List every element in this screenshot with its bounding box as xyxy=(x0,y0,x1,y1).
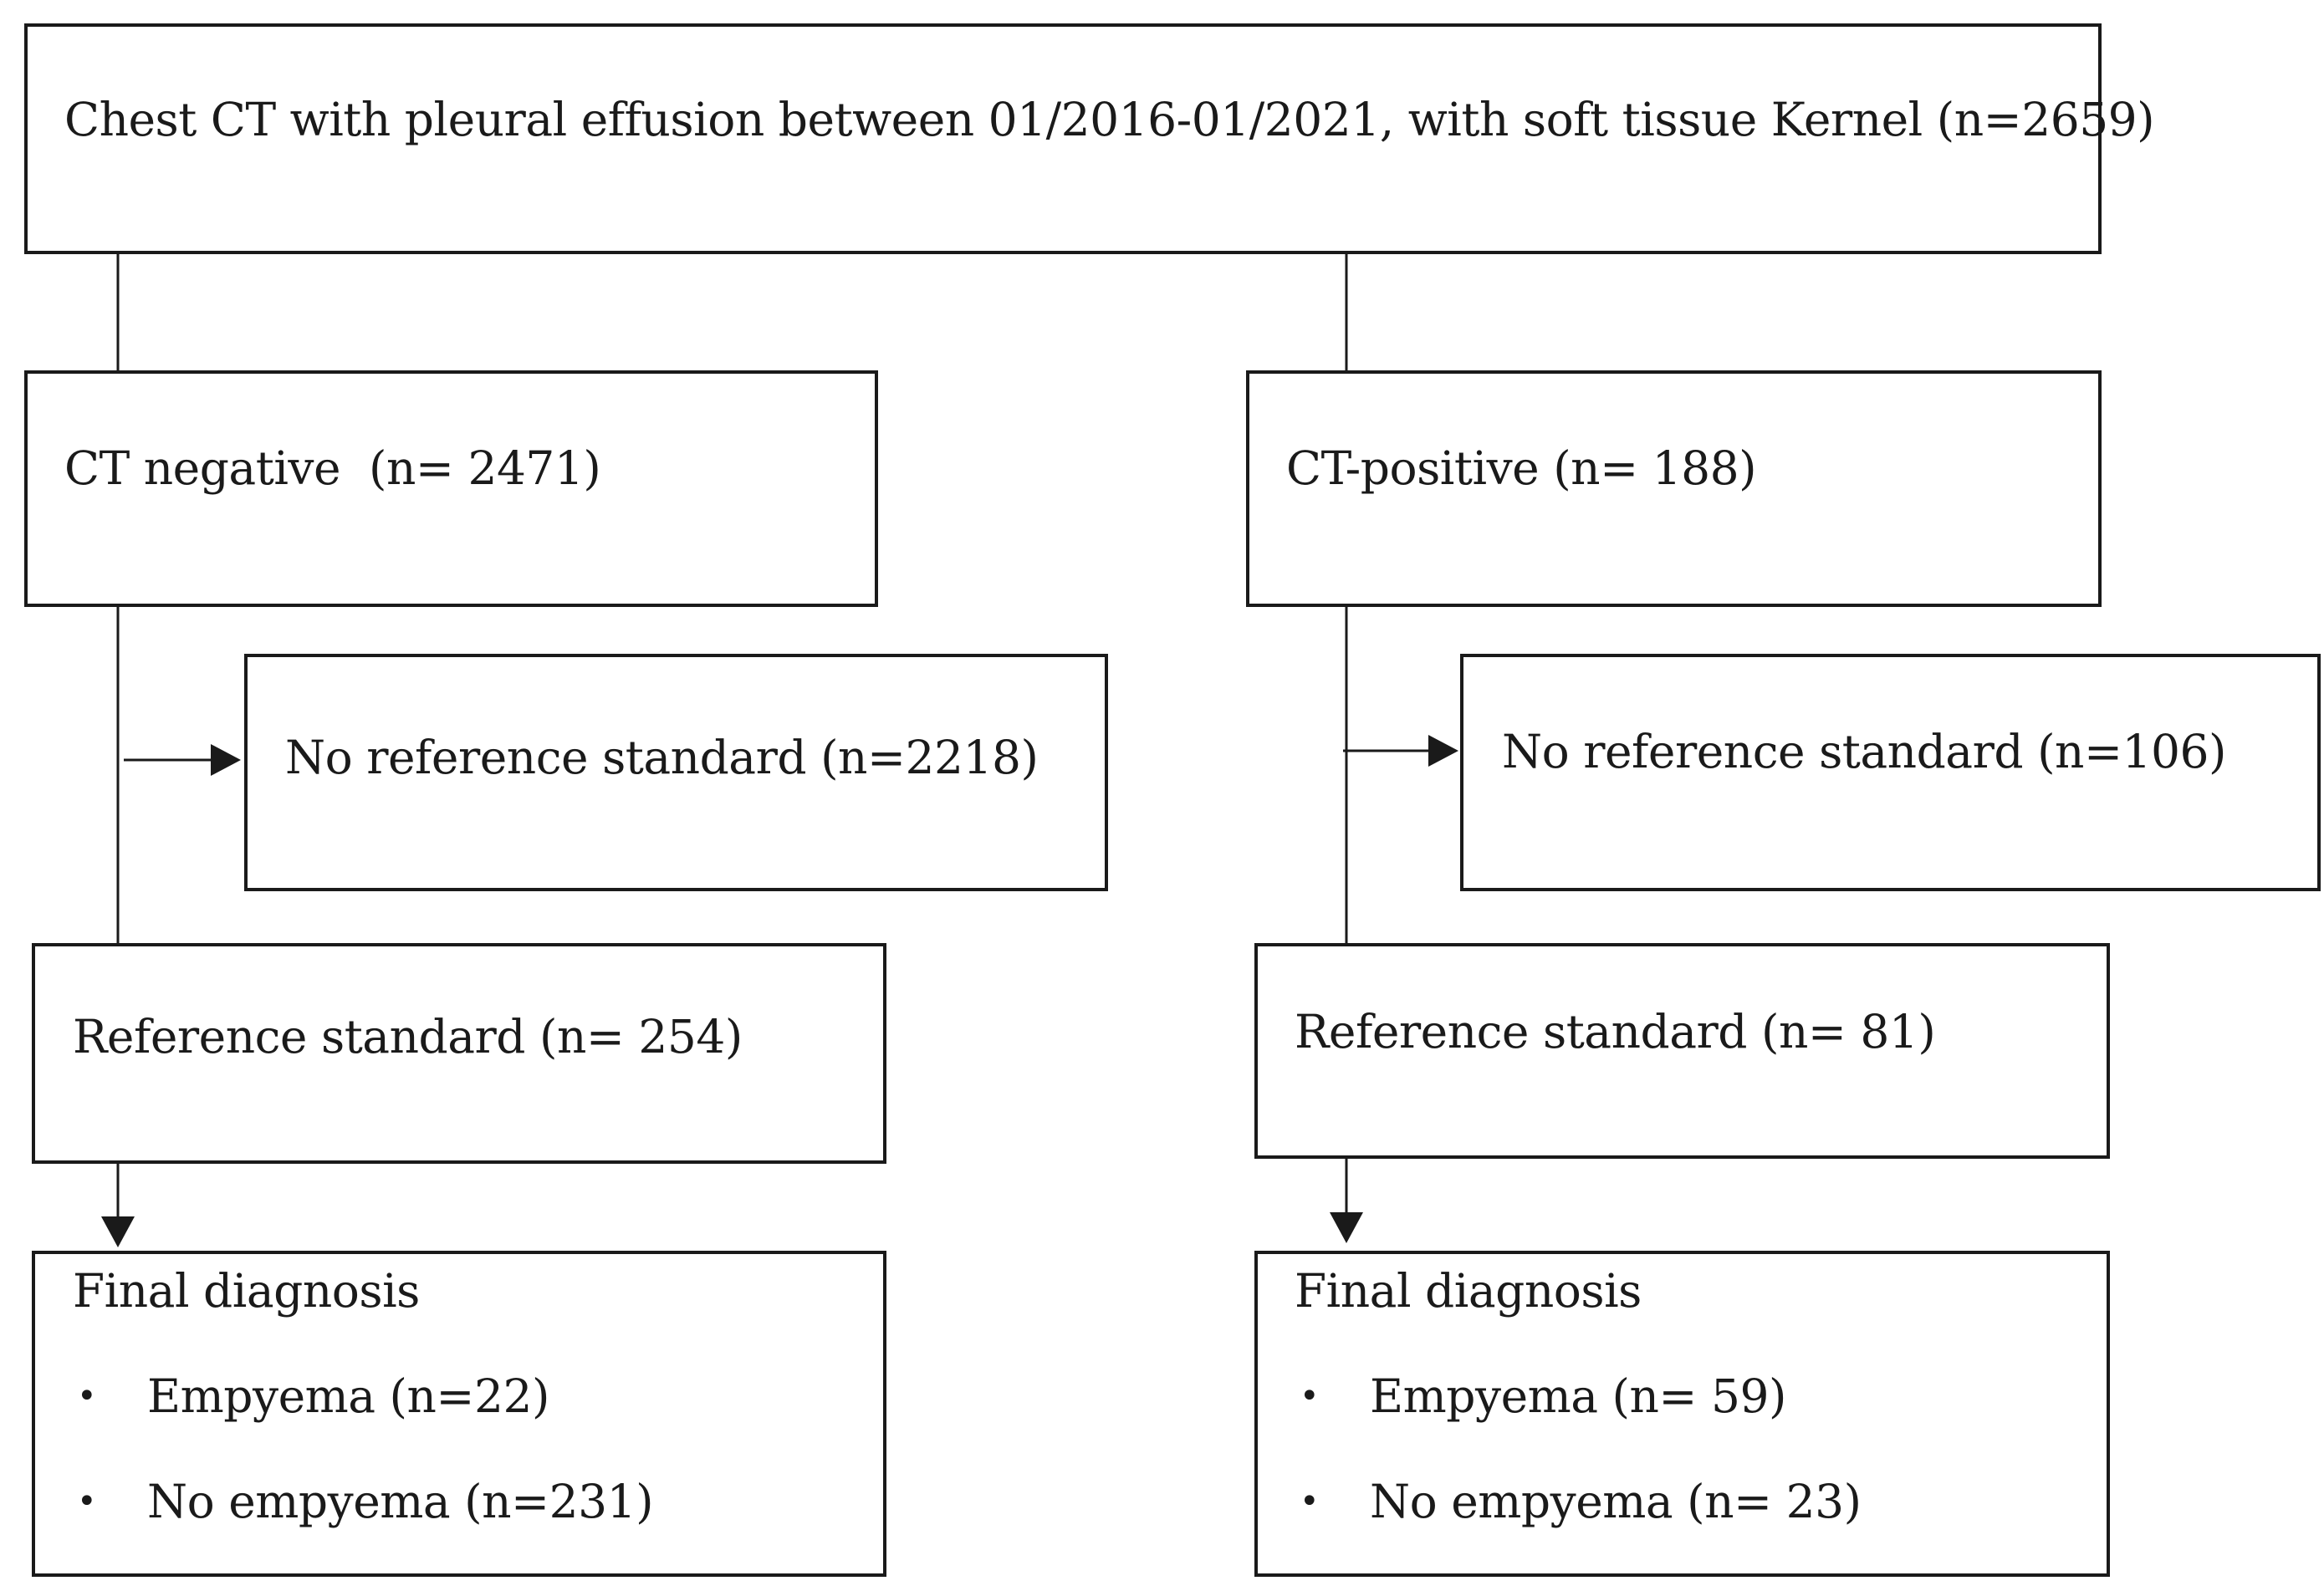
left-exclusion-label: No reference standard (n=2218) xyxy=(285,731,1039,784)
arrowhead-left-to-final xyxy=(101,1216,135,1247)
cohort-label: Chest CT with pleural effusion between 0… xyxy=(64,93,2155,146)
right-final-diagnosis-box: Final diagnosis • Empyema (n= 59) • No e… xyxy=(1254,1251,2110,1577)
left-bullet-1: • xyxy=(77,1377,97,1415)
ct-positive-label: CT-positive (n= 188) xyxy=(1286,441,1757,495)
right-bullet-2: • xyxy=(1300,1482,1320,1521)
ct-negative-label: CT negative (n= 2471) xyxy=(64,441,601,495)
left-final-item-no-empyema: No empyema (n=231) xyxy=(147,1475,654,1528)
right-exclusion-label: No reference standard (n=106) xyxy=(1502,725,2226,778)
left-bullet-2: • xyxy=(77,1482,97,1521)
right-reference-label: Reference standard (n= 81) xyxy=(1295,1005,1936,1058)
right-bullet-1: • xyxy=(1300,1377,1320,1415)
right-final-title: Final diagnosis xyxy=(1295,1264,1642,1318)
left-exclusion-box: No reference standard (n=2218) xyxy=(244,654,1108,891)
arrowhead-right-to-final xyxy=(1330,1212,1363,1243)
cohort-box: Chest CT with pleural effusion between 0… xyxy=(24,23,2155,254)
left-final-title: Final diagnosis xyxy=(73,1264,420,1318)
right-final-item-empyema: Empyema (n= 59) xyxy=(1370,1369,1786,1423)
ct-negative-box: CT negative (n= 2471) xyxy=(24,370,878,607)
arrowhead-right-exclusion xyxy=(1428,735,1458,767)
right-final-item-no-empyema: No empyema (n= 23) xyxy=(1370,1475,1862,1528)
right-exclusion-box: No reference standard (n=106) xyxy=(1460,654,2321,891)
left-reference-box: Reference standard (n= 254) xyxy=(32,943,886,1164)
left-final-item-empyema: Empyema (n=22) xyxy=(147,1369,549,1423)
right-reference-box: Reference standard (n= 81) xyxy=(1254,943,2110,1159)
ct-positive-box: CT-positive (n= 188) xyxy=(1246,370,2102,607)
left-reference-label: Reference standard (n= 254) xyxy=(73,1010,743,1063)
arrowhead-left-exclusion xyxy=(211,744,241,776)
left-final-diagnosis-box: Final diagnosis • Empyema (n=22) • No em… xyxy=(32,1251,886,1577)
